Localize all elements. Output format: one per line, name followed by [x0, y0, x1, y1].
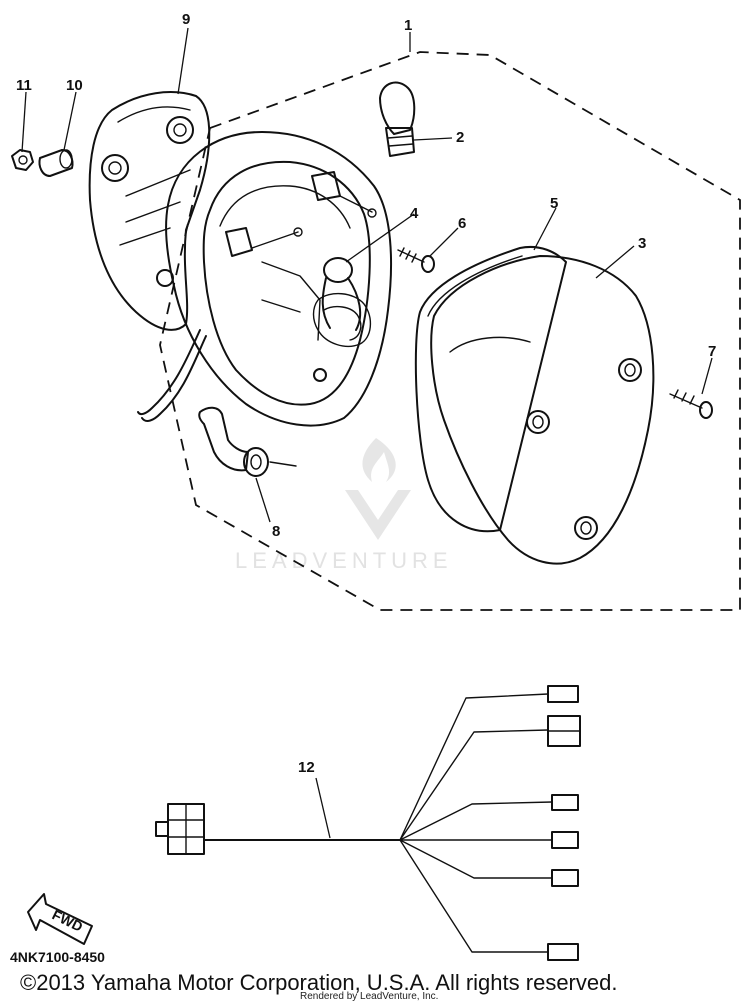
callout-10: 10 [66, 77, 83, 94]
lamp-housing [137, 131, 393, 427]
lens-part-3 [430, 255, 655, 565]
copyright-text: ©2013 Yamaha Motor Corporation, U.S.A. A… [20, 970, 617, 995]
callout-5: 5 [550, 195, 558, 212]
callout-3: 3 [638, 235, 646, 252]
watermark-text: LEADVENTURE [235, 548, 453, 573]
callouts: 1 2 3 4 5 6 7 8 9 10 11 12 [16, 11, 716, 776]
wire-harness-part-12 [155, 685, 581, 961]
part-code: 4NK7100-8450 [10, 949, 105, 965]
leader-lines [21, 27, 713, 523]
screw-part-6 [397, 247, 435, 273]
fwd-arrow-icon: FWD [27, 893, 93, 945]
nut-part-11 [11, 149, 34, 171]
fwd-label: FWD [50, 906, 86, 934]
grommet-part-8 [198, 406, 297, 477]
bulb-part-2 [379, 81, 416, 157]
socket-part-4 [312, 257, 371, 348]
assembly-boundary [159, 51, 741, 611]
callout-8: 8 [272, 523, 280, 540]
callout-11: 11 [16, 77, 32, 94]
rendered-by-text: Rendered by LeadVenture, Inc. [300, 991, 438, 1002]
callout-4: 4 [410, 205, 419, 222]
callout-9: 9 [182, 11, 190, 28]
callout-6: 6 [458, 215, 466, 232]
collar-part-10 [38, 149, 74, 177]
callout-7: 7 [708, 343, 716, 360]
watermark-logo: LEADVENTURE [235, 438, 453, 573]
callout-1: 1 [404, 17, 412, 34]
callout-12: 12 [298, 759, 315, 776]
gasket-part-5 [414, 246, 567, 533]
callout-2: 2 [456, 129, 464, 146]
screw-part-7 [669, 389, 713, 419]
